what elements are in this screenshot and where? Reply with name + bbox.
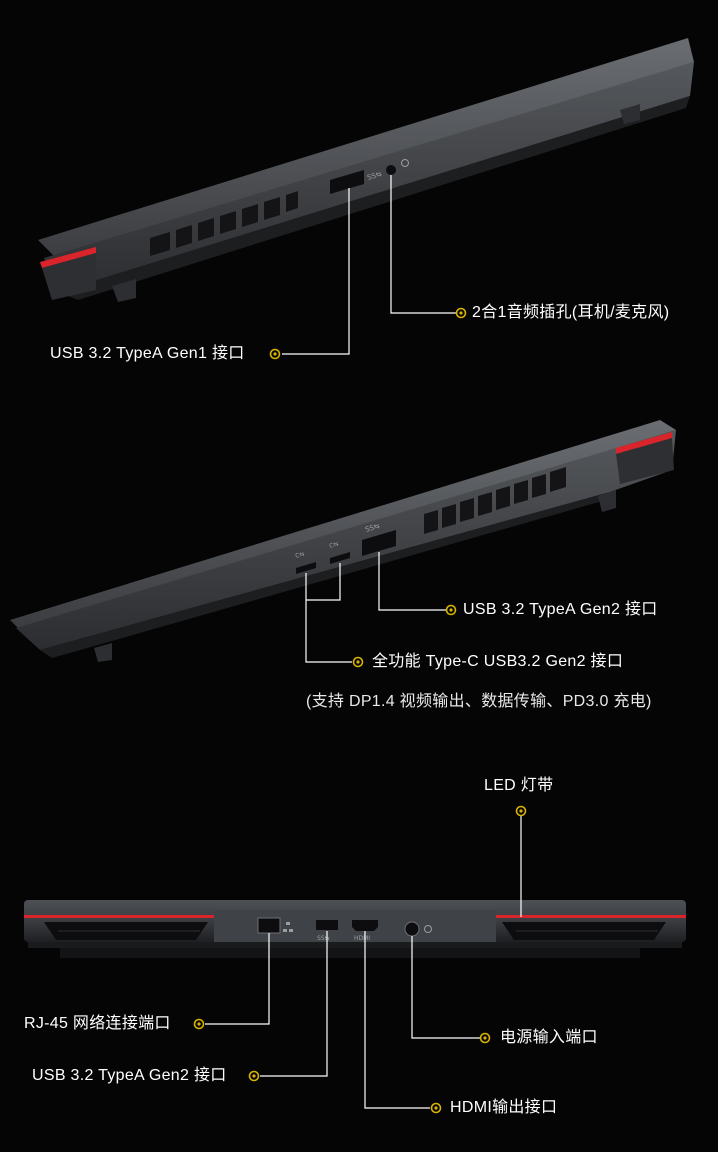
laptop-left-side-view: SS⇆: [38, 38, 694, 302]
label-power: 电源输入端口: [500, 1029, 598, 1046]
power-port: [404, 921, 420, 937]
marker-power: [479, 1032, 491, 1044]
base-plate: [60, 948, 640, 958]
callout-markers-left-side: [269, 307, 467, 360]
marker-usb-gen2-rear: [248, 1070, 260, 1082]
marker-rj45: [193, 1018, 205, 1030]
hdmi-mark: HDMI: [354, 935, 370, 942]
callout-markers-right-side: [352, 604, 457, 668]
lid-top: [10, 420, 676, 632]
usb-c-port-1: [296, 562, 316, 574]
label-led: LED 灯带: [484, 777, 554, 794]
callouts-right-side: [305, 552, 446, 663]
corner-bumper: [616, 438, 674, 484]
rj45-port: [257, 917, 281, 934]
body-side: [16, 430, 676, 650]
body-bottom: [40, 492, 610, 658]
lid-top: [38, 38, 694, 262]
marker-usb-gen1: [269, 348, 281, 360]
usb-a-port: [362, 530, 396, 556]
foot-back: [598, 490, 616, 512]
marker-led: [515, 805, 527, 817]
marker-usb-gen2: [445, 604, 457, 616]
body-bottom: [28, 942, 682, 948]
red-accent-strip: [40, 247, 96, 268]
label-usb-gen2-right: USB 3.2 TypeA Gen2 接口: [463, 601, 658, 618]
label-rj45: RJ-45 网络连接端口: [24, 1015, 171, 1032]
body-bottom: [58, 96, 690, 300]
led-strip-left: [24, 915, 214, 918]
red-accent-strip: [616, 432, 672, 454]
label-audio-jack: 2合1音频插孔(耳机/麦克风): [472, 304, 670, 321]
laptop-rear-view: SS⇆ HDMI: [24, 900, 686, 958]
callouts-rear: [205, 816, 522, 1109]
typec-mark-1: C⇆: [295, 551, 306, 560]
headphone-icon: [401, 159, 409, 167]
foot-back: [620, 104, 640, 124]
label-usb-gen2-rear: USB 3.2 TypeA Gen2 接口: [32, 1067, 227, 1084]
usb-c-port-2: [330, 552, 350, 564]
hdmi-port: [352, 920, 378, 931]
laptop-right-side-view: SS⇆ C⇆ C⇆: [10, 420, 676, 662]
vent-grille: [150, 191, 298, 256]
usb-a-port: [316, 920, 338, 930]
callout-markers-rear: [193, 805, 527, 1114]
label-usb-gen1: USB 3.2 TypeA Gen1 接口: [50, 345, 245, 362]
foot-front: [112, 279, 136, 302]
callouts-left-side: [282, 175, 456, 355]
corner-bumper: [42, 253, 96, 300]
led-strip-right: [496, 915, 686, 918]
label-typec-note: (支持 DP1.4 视频输出、数据传输、PD3.0 充电): [306, 693, 652, 710]
marker-hdmi: [430, 1102, 442, 1114]
network-icon: [283, 922, 293, 932]
marker-audio: [455, 307, 467, 319]
label-hdmi: HDMI输出接口: [450, 1099, 558, 1116]
marker-typec: [352, 656, 364, 668]
usb-a-port: [330, 170, 364, 194]
vent-grille: [424, 467, 566, 534]
typec-mark-2: C⇆: [329, 541, 340, 550]
usb-ss-mark: SS⇆: [317, 935, 330, 942]
foot-front: [94, 643, 112, 662]
label-typec: 全功能 Type-C USB3.2 Gen2 接口: [372, 653, 624, 670]
power-icon: [424, 925, 432, 933]
audio-jack-port: [386, 165, 396, 175]
